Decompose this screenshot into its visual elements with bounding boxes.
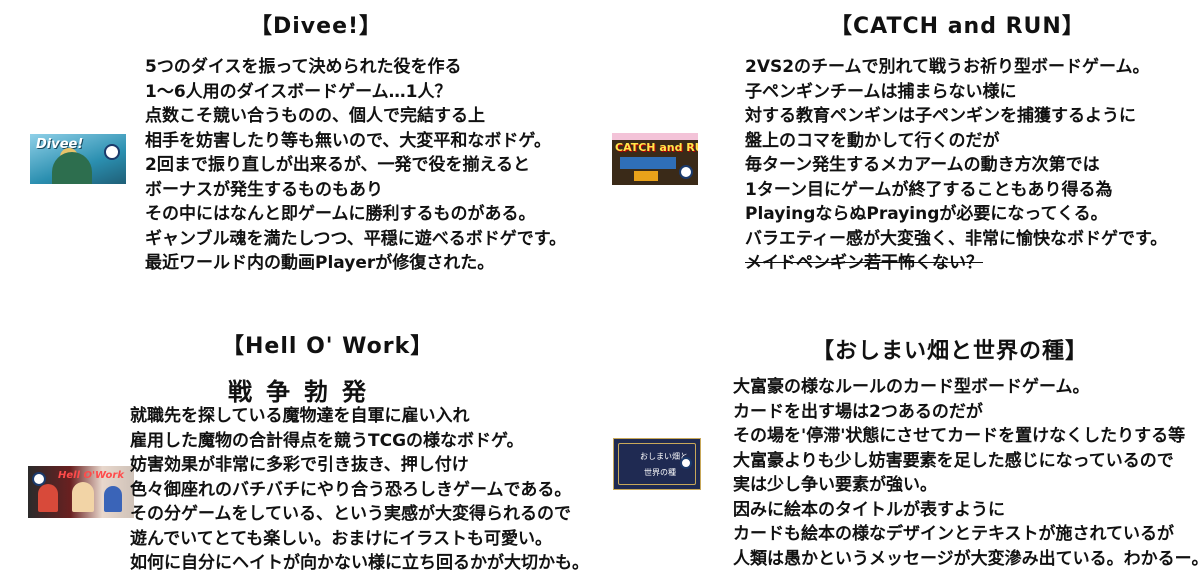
- description-line: 如何に自分にヘイトが向かない様に立ち回るかが大切かも。: [130, 553, 589, 573]
- description-line: 毎ターン発生するメカアームの動き方次第では: [745, 155, 1100, 175]
- catch-and-run-description: 2VS2のチームで別れて戦うお祈り型ボードゲーム。 子ペンギンチームは捕まらない…: [745, 55, 1167, 276]
- divee-thumbnail: Divee!: [30, 134, 126, 184]
- oshimai-thumbnail: おしまい畑と 世界の種: [613, 438, 701, 490]
- description-line: 5つのダイスを振って決められた役を作る: [145, 57, 462, 77]
- divee-thumbnail-title: Divee!: [36, 137, 84, 152]
- description-line: 色々御座れのバチバチにやり合う恐ろしきゲームである。: [130, 479, 572, 500]
- description-line: 1ターン目にゲームが終了することもあり得る為: [745, 179, 1113, 200]
- oshimai-thumbnail-title: おしまい畑と: [640, 452, 688, 461]
- description-line: 相手を妨害したり等も無いので、大変平和なボドゲ。: [145, 130, 551, 151]
- description-line: カードも絵本の様なデザインとテキストが施されているが: [733, 524, 1174, 544]
- hell-o-work-description: 就職先を探している魔物達を自軍に雇い入れ 雇用した魔物の合計得点を競うTCGの様…: [130, 404, 589, 576]
- oshimai-title: 【おしまい畑と世界の種】: [812, 339, 1089, 364]
- description-line: 2回まで振り直しが出来るが、一発で役を揃えると: [145, 155, 530, 175]
- description-line: 就職先を探している魔物達を自軍に雇い入れ: [130, 406, 470, 426]
- description-line: カードを出す場は2つあるのだが: [733, 401, 983, 422]
- oshimai-thumbnail-subtitle: 世界の種: [644, 468, 676, 477]
- strikethrough-line: メイドペンギン若干怖くない？: [745, 253, 983, 273]
- description-line: 妨害効果が非常に多彩で引き抜き、押し付け: [130, 455, 469, 475]
- hell-o-work-thumbnail: Hell O'Work: [28, 466, 134, 518]
- description-line: 最近ワールド内の動画Playerが修復された。: [145, 253, 495, 273]
- hell-o-work-thumbnail-title: Hell O'Work: [58, 470, 124, 481]
- penguin-logo-icon: [32, 472, 46, 486]
- description-line: 因みに絵本のタイトルが表すように: [733, 499, 1005, 520]
- description-line: 対する教育ペンギンは子ペンギンを捕獲するように: [745, 106, 1136, 126]
- description-line: 2VS2のチームで別れて戦うお祈り型ボードゲーム。: [745, 57, 1150, 77]
- description-line: PlayingならぬPrayingが必要になってくる。: [745, 204, 1108, 224]
- catch-and-run-title: 【CATCH and RUN】: [830, 14, 1085, 39]
- description-line: バラエティー感が大変強く、非常に愉快なボドゲです。: [745, 228, 1168, 249]
- description-line: ボーナスが発生するものもあり: [145, 179, 383, 200]
- description-line: 子ペンギンチームは捕まらない様に: [745, 81, 1017, 102]
- penguin-logo-icon: [680, 457, 692, 469]
- description-line: 人類は愚かというメッセージが大変滲み出ている。わかるー。: [733, 548, 1200, 569]
- thumbnail-banner: [612, 133, 698, 140]
- penguin-logo-icon: [679, 165, 693, 179]
- divee-title: 【Divee!】: [250, 14, 383, 39]
- character-figure: [52, 152, 92, 184]
- description-line: その場を'停滞'状態にさせてカードを置けなくしたりする等: [733, 426, 1186, 446]
- thumbnail-frame: [618, 443, 696, 485]
- hell-o-work-title: 【Hell O' Work】: [222, 334, 434, 359]
- thumbnail-panel: [634, 171, 658, 181]
- description-line: 大富豪よりも少し妨害要素を足した感じになっているので: [733, 450, 1174, 471]
- character-figure: [104, 486, 122, 512]
- description-line: ギャンブル魂を満たしつつ、平穏に遊べるボドゲです。: [145, 228, 567, 249]
- description-line: 1～6人用のダイスボードゲーム…1人？: [145, 81, 452, 102]
- catch-and-run-thumbnail-title: CATCH and RUN: [615, 141, 698, 154]
- character-figure: [38, 484, 58, 512]
- description-line: 点数こそ競い合うものの、個人で完結する上: [145, 106, 485, 126]
- description-line: 大富豪の様なルールのカード型ボードゲーム。: [733, 377, 1090, 397]
- description-line: 雇用した魔物の合計得点を競うTCGの様なボドゲ。: [130, 430, 524, 451]
- hell-o-work-subtitle: 戦争勃発: [228, 378, 380, 406]
- description-line: 盤上のコマを動かして行くのだが: [745, 130, 1000, 151]
- description-line: その中にはなんと即ゲームに勝利するものがある。: [145, 204, 536, 224]
- oshimai-description: 大富豪の様なルールのカード型ボードゲーム。 カードを出す場は2つあるのだが その…: [733, 375, 1200, 571]
- catch-and-run-thumbnail: CATCH and RUN: [612, 133, 698, 185]
- penguin-logo-icon: [104, 144, 120, 160]
- character-figure: [72, 482, 94, 512]
- thumbnail-panel: [620, 157, 676, 169]
- description-line: 遊んでいてとても楽しい。おまけにイラストも可愛い。: [130, 528, 552, 549]
- divee-description: 5つのダイスを振って決められた役を作る 1～6人用のダイスボードゲーム…1人？ …: [145, 55, 566, 276]
- description-line: その分ゲームをしている、という実感が大変得られるので: [130, 504, 571, 524]
- description-line: 実は少し争い要素が強い。: [733, 475, 937, 495]
